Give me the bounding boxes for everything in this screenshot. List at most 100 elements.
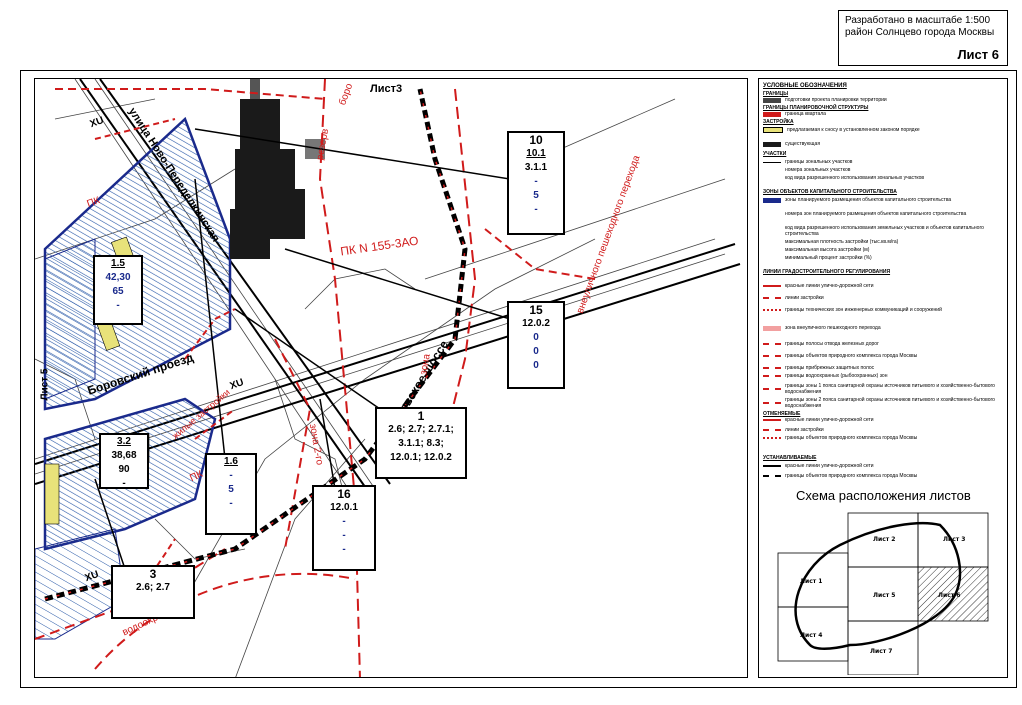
legend-item: границы прибрежных защитных полос <box>763 365 874 371</box>
legend-section-head: ГРАНИЦЫ <box>763 91 789 97</box>
legend-section-head: ОТМЕНЯЕМЫЕ <box>763 411 801 417</box>
callout-line: - <box>534 176 538 187</box>
callout-zone-1-6[interactable]: 1.6 - 5 - <box>205 453 257 535</box>
callout-line: 5 <box>228 484 234 495</box>
legend-item-label: предлагаемая к сносу в установленном зак… <box>787 127 920 133</box>
callout-zone-1-5[interactable]: 1.5 42,30 65 - <box>93 255 143 325</box>
callout-line: - <box>534 204 538 215</box>
legend-item: границы зоны 1 пояса санитарной охраны и… <box>763 383 1007 395</box>
callout-leaders <box>94 128 511 570</box>
legend-item-label: красные линии улично-дорожной сети <box>785 463 874 469</box>
sheet-1-label: Лист 1 <box>800 578 823 585</box>
sheet-number: Лист 6 <box>957 47 999 62</box>
title-block: Разработано в масштабе 1:500 район Солнц… <box>838 10 1008 66</box>
callout-line: 0 <box>533 360 539 371</box>
legend-item-label: границы объектов природного комплекса го… <box>785 473 918 479</box>
callout-zone-15[interactable]: 15 12.0.2 0 0 0 <box>507 301 565 389</box>
scale-note: Разработано в масштабе 1:500 <box>845 15 991 26</box>
callout-zone-16[interactable]: 16 12.0.1 - - - <box>312 485 376 571</box>
callout-zone-1[interactable]: 1 2.6; 2.7; 2.7.1; 3.1.1; 8.3; 12.0.1; 1… <box>375 407 467 479</box>
sheet-ref-top: Лист3 <box>370 83 403 95</box>
callout-line: 0 <box>533 346 539 357</box>
legend-item: границы зональных участков <box>763 159 852 165</box>
legend-item: линии застройки <box>763 295 824 301</box>
legend-item-label: линии застройки <box>785 427 824 433</box>
legend-item: максимальная высота застройки (м) <box>763 247 869 253</box>
planning-boundary <box>44 88 468 602</box>
legend-item-label: линии застройки <box>785 295 824 301</box>
legend-item: номера зон планируемого размещения объек… <box>763 211 966 217</box>
legend-item-label: код вида разрешенного использования земе… <box>785 225 984 237</box>
legend-item-label: зоны планируемого размещения объектов ка… <box>785 197 952 203</box>
legend-item: предлагаемая к сносу в установленном зак… <box>763 127 920 133</box>
legend-item-label: максимальная высота застройки (м) <box>785 247 870 253</box>
legend-item: граница квартала <box>763 111 826 117</box>
legend-item-label: существующая <box>785 141 821 147</box>
legend-item: зоны планируемого размещения объектов ка… <box>763 197 951 203</box>
legend-item: существующая <box>763 141 820 147</box>
legend-section-head: ЗАСТРОЙКА <box>763 119 794 125</box>
legend-item: красные линии улично-дорожной сети <box>763 463 874 469</box>
legend-item-label: номера зон планируемого размещения объек… <box>785 211 967 217</box>
sheet-schema-title: Схема расположения листов <box>796 488 971 503</box>
sheet-7-label: Лист 7 <box>870 648 893 655</box>
callout-line: - <box>229 470 233 481</box>
callout-line: 3.1.1 <box>524 162 548 173</box>
legend-item: код вида разрешенного использования земе… <box>763 225 1007 237</box>
legend-section-head: ЗОНЫ ОБЪЕКТОВ КАПИТАЛЬНОГО СТРОИТЕЛЬСТВА <box>763 189 897 195</box>
legend-item: границы полосы отвода железных дорог <box>763 341 879 347</box>
legend-item-label: границы технических зон инженерных комму… <box>785 307 942 313</box>
legend-item-label: границы водоохранных (рыбоохранных) зон <box>785 373 888 379</box>
legend-item-label: зона внеуличного пешеходного перехода <box>785 325 881 331</box>
drawing-frame <box>20 70 1017 688</box>
legend-item: зона внеуличного пешеходного перехода <box>763 325 881 331</box>
existing-buildings <box>230 79 325 259</box>
map-canvas[interactable]: Лист3 Лист 5 Боровское шоссе Боровский п… <box>34 78 748 678</box>
legend-item: границы технических зон инженерных комму… <box>763 307 942 313</box>
legend-item-label: границы зональных участков <box>785 159 853 165</box>
callout-line: 12.0.1 <box>330 502 358 513</box>
callout-line: 3.2 <box>117 436 131 447</box>
legend-item: максимальная плотность застройки (тыс.кв… <box>763 239 898 245</box>
callout-line: 0 <box>533 332 539 343</box>
legend-item-label: максимальная плотность застройки (тыс.кв… <box>785 239 899 245</box>
callout-line: 12.0.2 <box>522 318 550 329</box>
legend-item: границы объектов природного комплекса го… <box>763 473 917 479</box>
callout-line: 2.6; 2.7 <box>136 582 170 593</box>
callout-id: 16 <box>337 487 351 501</box>
legend-panel: УСЛОВНЫЕ ОБОЗНАЧЕНИЯ ГРАНИЦЫ подготовки … <box>758 78 1008 678</box>
district-note: район Солнцево города Москвы <box>845 27 995 38</box>
legend-item-label: граница квартала <box>785 111 826 117</box>
legend-item-label: минимальный процент застройки (%) <box>785 255 872 261</box>
sheet-ref-left: Лист 5 <box>39 368 51 401</box>
callout-line: 65 <box>112 286 124 297</box>
callout-zone-10[interactable]: 10 10.1 3.1.1 - 5 - <box>507 131 565 235</box>
callout-line: 2.6; 2.7; 2.7.1; <box>388 424 454 435</box>
legend-item-label: границы полосы отвода железных дорог <box>785 341 879 347</box>
sheet-3-label: Лист 3 <box>943 536 966 543</box>
legend-item: красные линии улично-дорожной сети <box>763 283 874 289</box>
legend-item-label: границы зоны 1 пояса санитарной охраны и… <box>785 383 995 395</box>
legend-item-label: границы объектов природного комплекса го… <box>785 353 918 359</box>
callout-line: - <box>342 516 346 527</box>
legend-item-label: код вида разрешенного использования зона… <box>785 175 925 181</box>
legend-item-label: границы прибрежных защитных полос <box>785 365 875 371</box>
legend-item: линии застройки <box>763 427 824 433</box>
legend-item-label: границы зоны 2 пояса санитарной охраны и… <box>785 397 995 409</box>
legend-title: УСЛОВНЫЕ ОБОЗНАЧЕНИЯ <box>763 83 847 89</box>
legend-item-label: подготовки проекта планировки территории <box>785 97 887 103</box>
callout-line: 5 <box>533 190 539 201</box>
callout-line: - <box>122 478 126 489</box>
sheet-6-label: Лист 6 <box>938 592 961 599</box>
legend-item-label: номера зональных участков <box>785 167 851 173</box>
sheet-2-label: Лист 2 <box>873 536 896 543</box>
callout-zone-3[interactable]: 3 2.6; 2.7 <box>111 565 195 619</box>
callout-zone-3-2[interactable]: 3.2 38,68 90 - <box>99 433 149 489</box>
legend-item: код вида разрешенного использования зона… <box>763 175 924 181</box>
legend-item: минимальный процент застройки (%) <box>763 255 872 261</box>
legend-section-head: УЧАСТКИ <box>763 151 787 157</box>
legend-item: номера зональных участков <box>763 167 850 173</box>
legend-item-label: границы объектов природного комплекса го… <box>785 435 918 441</box>
callout-line: 10.1 <box>526 148 546 159</box>
sheet-layout-schema: Лист 2 Лист 3 Лист 1 Лист 5 Лист 6 Лист … <box>777 512 989 675</box>
